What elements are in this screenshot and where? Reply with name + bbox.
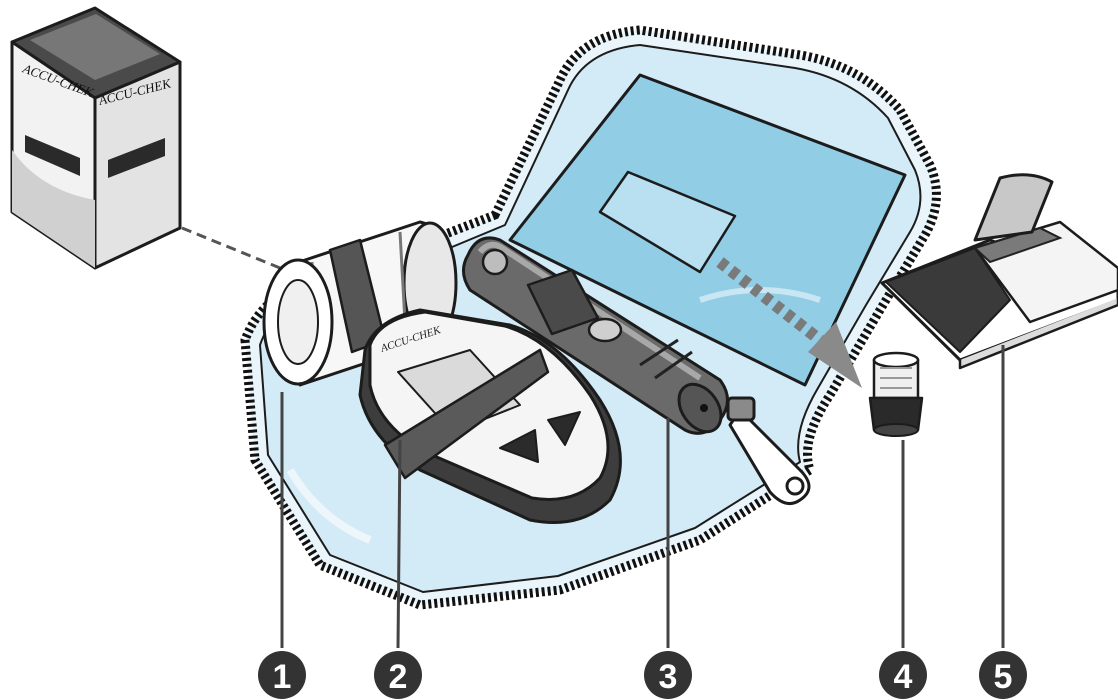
lancing-plunger-button [483, 250, 507, 274]
test-strip-box: ACCU-CHEK ACCU-CHEK [12, 8, 180, 268]
callout-2-label: 2 [389, 658, 408, 696]
lancing-release-button [589, 319, 621, 341]
leader-2 [398, 440, 400, 648]
lancet-drum [870, 353, 922, 436]
callout-3-label: 3 [659, 658, 678, 696]
callout-1: 1 [258, 651, 306, 699]
callout-4: 4 [879, 651, 927, 699]
callout-5: 5 [979, 651, 1027, 699]
callout-1-label: 1 [273, 658, 292, 696]
callout-2: 2 [374, 651, 422, 699]
box-to-drum-leader [182, 228, 280, 268]
callout-5-label: 5 [994, 658, 1013, 696]
callout-3: 3 [644, 651, 692, 699]
callout-4-label: 4 [894, 658, 913, 696]
